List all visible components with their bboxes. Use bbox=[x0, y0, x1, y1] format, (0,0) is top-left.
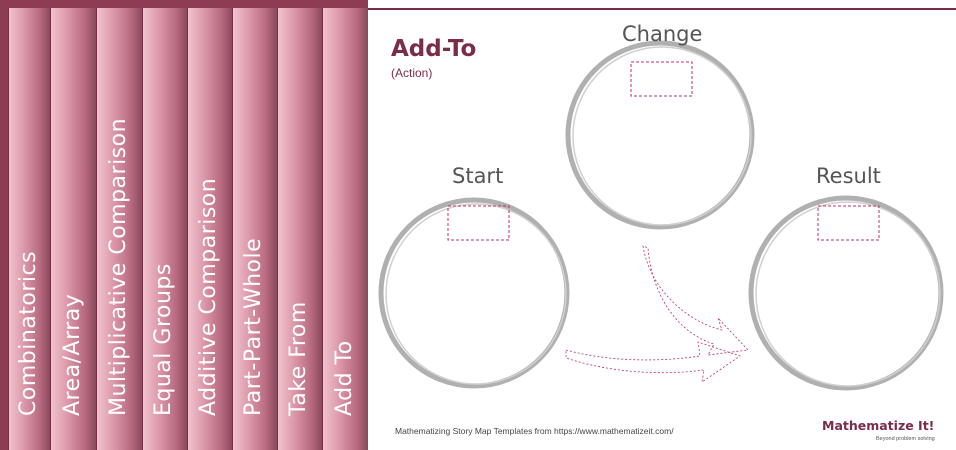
result-circle bbox=[748, 195, 944, 391]
brand-tagline: Beyond problem solving bbox=[876, 436, 935, 442]
tab-additive-comparison[interactable]: Additive Comparison bbox=[187, 8, 232, 450]
footer-source: Mathematizing Story Map Templates from h… bbox=[395, 426, 674, 436]
tab-add-to[interactable]: Add To bbox=[322, 8, 368, 450]
start-circle bbox=[378, 197, 570, 389]
page-subtitle: (Action) bbox=[391, 66, 433, 80]
tab-equal-groups[interactable]: Equal Groups bbox=[142, 8, 187, 450]
story-type-tabs: Combinatorics Area/Array Multiplicative … bbox=[0, 0, 368, 450]
tab-combinatorics[interactable]: Combinatorics bbox=[8, 8, 50, 450]
start-label: Start bbox=[452, 164, 504, 188]
tab-multiplicative-comparison[interactable]: Multiplicative Comparison bbox=[96, 8, 142, 450]
tab-part-part-whole[interactable]: Part-Part-Whole bbox=[232, 8, 277, 450]
change-label: Change bbox=[622, 22, 703, 46]
arrow-start-to-result bbox=[565, 341, 741, 383]
story-map-page bbox=[368, 8, 956, 450]
page-title: Add-To bbox=[391, 36, 477, 62]
tab-area-array[interactable]: Area/Array bbox=[50, 8, 96, 450]
change-value-box[interactable] bbox=[630, 61, 693, 97]
tab-take-from[interactable]: Take From bbox=[277, 8, 322, 450]
arrow-change-to-result bbox=[642, 245, 749, 356]
result-value-box[interactable] bbox=[817, 205, 880, 241]
brand-logo: Mathematize It! bbox=[822, 418, 935, 433]
change-circle bbox=[565, 40, 755, 230]
result-label: Result bbox=[816, 164, 881, 188]
start-value-box[interactable] bbox=[447, 205, 510, 241]
